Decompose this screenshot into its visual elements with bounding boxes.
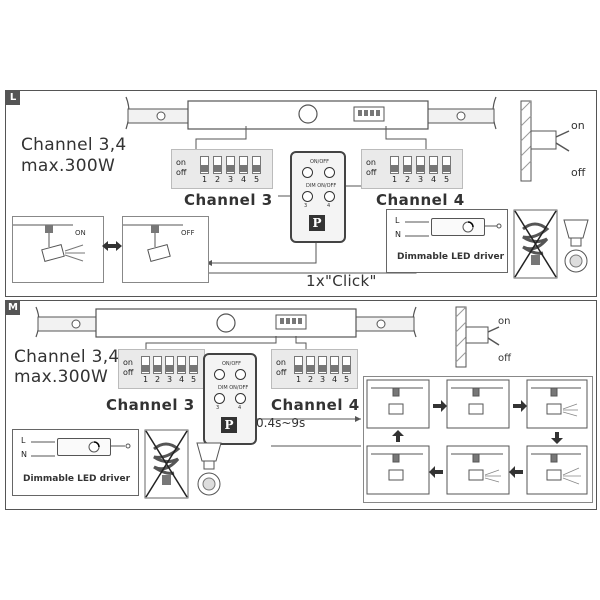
dip-num: 4 [331,375,338,384]
dip-num: 5 [443,175,450,184]
timing-label: 0.4s~9s [256,416,306,430]
remote-button-2 [235,369,246,380]
led-lamp-icon [563,219,589,273]
remote-button-3 [302,191,313,202]
dimming-sequence-grid [366,379,588,495]
switch-on-label: on [571,119,585,132]
power-rating: max.300W [14,367,109,387]
wall-switch-icon [520,100,570,182]
paulmann-logo: P [221,417,237,433]
panel-tag: M [6,301,20,315]
dip-num: 3 [166,375,173,384]
remote-control: ON/OFF DIM ON/OFF 3 4 P [203,353,257,445]
off-label: OFF [181,229,195,237]
on-label: ON [75,229,86,237]
dimming-sequence [363,376,593,503]
no-energy-saving-bulb-icon [144,429,189,499]
dimmer-knob-icon [462,221,474,233]
remote-button-1 [214,369,225,380]
dip-num: 4 [240,175,247,184]
driver-wires [405,221,502,237]
wall-switch-icon [455,306,500,368]
paulmann-logo: P [309,215,325,231]
remote-control: ON/OFF DIM ON/OFF 3 4 P [290,151,346,243]
dimmable-driver-box: L N Dimmable LED driver [386,209,508,273]
power-rating: max.300W [21,156,116,176]
dip-num: 2 [307,375,314,384]
dip-num: 2 [404,175,411,184]
spotlight-icon [123,224,183,262]
spotlight-on-box: ON [12,216,104,283]
switch-on-label: on [498,316,511,327]
spotlight-off-box: OFF [122,216,209,283]
dip-num: 3 [227,175,234,184]
channel4-label: Channel 4 [271,396,360,414]
driver-device [431,218,485,236]
click-label: 1x"Click" [306,272,377,290]
dip-num: 4 [430,175,437,184]
channel3-label: Channel 3 [106,396,195,414]
led-lamp-icon [196,442,222,496]
spotlight-icon [13,224,85,262]
dip-num: 1 [142,375,149,384]
switch-off-label: off [498,353,512,364]
rail-leader-lines-m [145,336,361,447]
track-rail-m [35,306,417,338]
channel3-label: Channel 3 [184,191,273,209]
dip-num: 3 [319,375,326,384]
dip-num: 5 [343,375,350,384]
dip-num: 2 [214,175,221,184]
channel-title: Channel 3,4 [21,135,127,155]
dip-num: 1 [201,175,208,184]
remote-button-1 [302,167,313,178]
dip-num: 4 [178,375,185,384]
remote-button-4 [235,393,246,404]
dip-num: 5 [253,175,260,184]
dimmable-driver-box: L N Dimmable LED driver [12,429,139,496]
remote-button-4 [324,191,335,202]
dip-num: 5 [190,375,197,384]
driver-title: Dimmable LED driver [23,474,131,484]
driver-title: Dimmable LED driver [397,252,505,262]
track-rail-l [125,96,497,130]
switch-off-label: off [571,166,586,179]
channel-title: Channel 3,4 [14,347,120,367]
dimmer-knob-icon [88,441,100,453]
channel4-label: Channel 4 [376,191,465,209]
double-arrow-icon [102,241,122,251]
dip-num: 1 [391,175,398,184]
remote-button-2 [324,167,335,178]
panel-tag: L [6,91,20,105]
dip-num: 2 [154,375,161,384]
no-energy-saving-bulb-icon [513,209,558,279]
dip-num: 1 [295,375,302,384]
remote-button-3 [214,393,225,404]
driver-wires [31,441,131,457]
driver-device [57,438,111,456]
dip-num: 3 [417,175,424,184]
